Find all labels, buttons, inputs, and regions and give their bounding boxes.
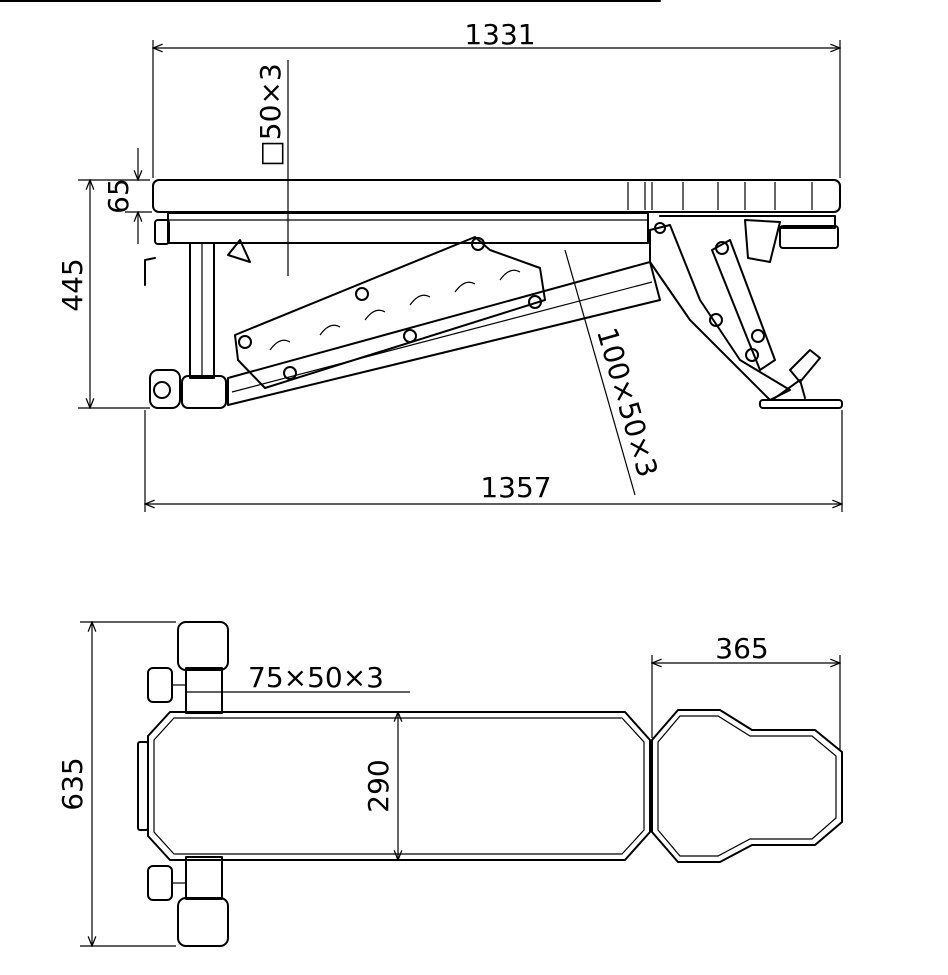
seat-pad-top xyxy=(651,709,843,863)
wheel-top xyxy=(147,667,173,703)
dim-seat-length: 365 xyxy=(715,632,768,665)
rear-handle xyxy=(789,349,821,383)
rear-foot xyxy=(759,399,843,409)
back-pad-side xyxy=(152,179,841,213)
dim-pad-width: 290 xyxy=(362,759,395,812)
front-handle-plate xyxy=(137,741,149,831)
front-foot-bottom xyxy=(177,897,229,947)
front-foot-top xyxy=(177,621,229,671)
dim-overall-width: 635 xyxy=(56,757,89,810)
label-square-tube: □50×3 xyxy=(254,63,287,166)
label-cross-tube: 75×50×3 xyxy=(248,661,384,694)
front-wheel xyxy=(149,369,181,409)
dim-pad-thickness: 65 xyxy=(102,178,135,214)
label-rail-tube: 100×50×3 xyxy=(590,324,664,481)
seat-frame-rail xyxy=(167,212,649,244)
wheel-bottom xyxy=(147,865,173,901)
top-view: 635 290 365 75×50×3 xyxy=(56,621,843,947)
dim-height: 445 xyxy=(56,258,89,311)
adjustment-ladder xyxy=(234,236,546,389)
dim-overall-length: 1331 xyxy=(464,18,535,51)
side-view: 1331 1357 445 65 □50×3 100×50×3 xyxy=(56,18,842,512)
rear-support xyxy=(649,224,791,401)
sloped-rail xyxy=(227,261,661,406)
back-pad-top xyxy=(147,711,651,861)
dim-base-length: 1357 xyxy=(480,471,551,504)
